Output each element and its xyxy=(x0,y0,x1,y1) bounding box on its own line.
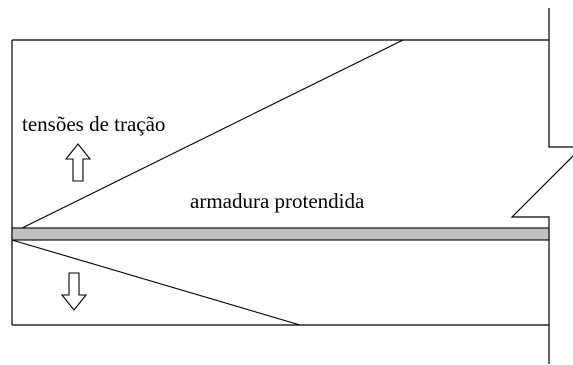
section-cut-upper xyxy=(548,8,573,148)
tension-label: tensões de tração xyxy=(22,112,166,136)
section-cut-lower xyxy=(510,155,573,364)
prestressing-tendon xyxy=(11,227,550,241)
tension-diagram xyxy=(11,39,404,326)
upper-tension-line xyxy=(11,39,404,234)
beam-outline xyxy=(11,8,573,364)
lower-tension-line xyxy=(11,239,301,326)
arrow-up-icon xyxy=(64,143,92,182)
tendon-label: armadura protendida xyxy=(190,189,365,213)
arrow-down-icon xyxy=(60,272,88,311)
